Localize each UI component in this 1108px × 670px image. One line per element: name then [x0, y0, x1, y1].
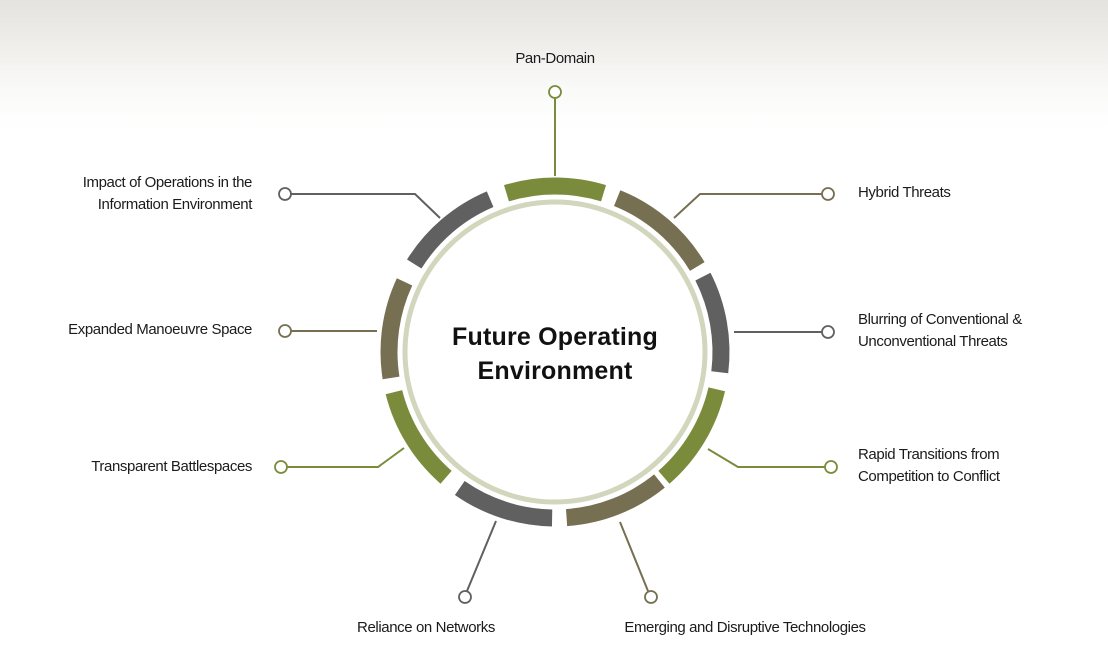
leader-end-circle-rapid-transitions: [824, 460, 838, 474]
leader-end-circle-emerging-technologies: [644, 590, 658, 604]
segment-emerging-technologies: [565, 474, 665, 527]
center-title-line-2: Environment: [477, 357, 633, 385]
segment-transparent-battlespaces: [385, 389, 452, 484]
leader-line-reliance-networks: [466, 520, 497, 592]
segment-hybrid-threats: [613, 190, 705, 272]
leader-end-circle-hybrid-threats: [821, 187, 835, 201]
leader-line-hybrid-threats: [673, 193, 822, 219]
label-reliance-networks: Reliance on Networks: [357, 619, 495, 636]
leader-end-circle-reliance-networks: [458, 590, 472, 604]
segment-rapid-transitions: [658, 387, 726, 484]
label-blurring: Blurring of Conventional &Unconventional…: [858, 311, 1022, 350]
segment-pan-domain: [503, 177, 607, 202]
segment-blurring: [695, 272, 730, 374]
label-expanded-manoeuvre: Expanded Manoeuvre Space: [68, 321, 252, 338]
leader-end-circle-blurring: [821, 325, 835, 339]
label-emerging-technologies: Emerging and Disruptive Technologies: [624, 619, 866, 636]
inner-ring: [402, 199, 708, 505]
leader-line-emerging-technologies: [619, 521, 649, 592]
segment-expanded-manoeuvre: [380, 278, 413, 380]
leader-end-circle-transparent-battlespaces: [274, 460, 288, 474]
segment-reliance-networks: [454, 480, 553, 527]
label-transparent-battlespaces: Transparent Battlespaces: [91, 458, 252, 475]
leader-line-transparent-battlespaces: [287, 447, 405, 468]
leader-line-rapid-transitions: [707, 448, 825, 468]
center-title: Future Operating Environment: [452, 320, 658, 388]
leader-end-circle-expanded-manoeuvre: [278, 324, 292, 338]
center-title-line-1: Future Operating: [452, 323, 658, 351]
segment-impact-information: [407, 191, 494, 269]
leader-end-circle-impact-information: [278, 187, 292, 201]
leader-line-impact-information: [291, 193, 441, 219]
label-pan-domain: Pan-Domain: [515, 50, 595, 67]
label-hybrid-threats: Hybrid Threats: [858, 184, 951, 201]
leader-end-circle-pan-domain: [548, 85, 562, 99]
